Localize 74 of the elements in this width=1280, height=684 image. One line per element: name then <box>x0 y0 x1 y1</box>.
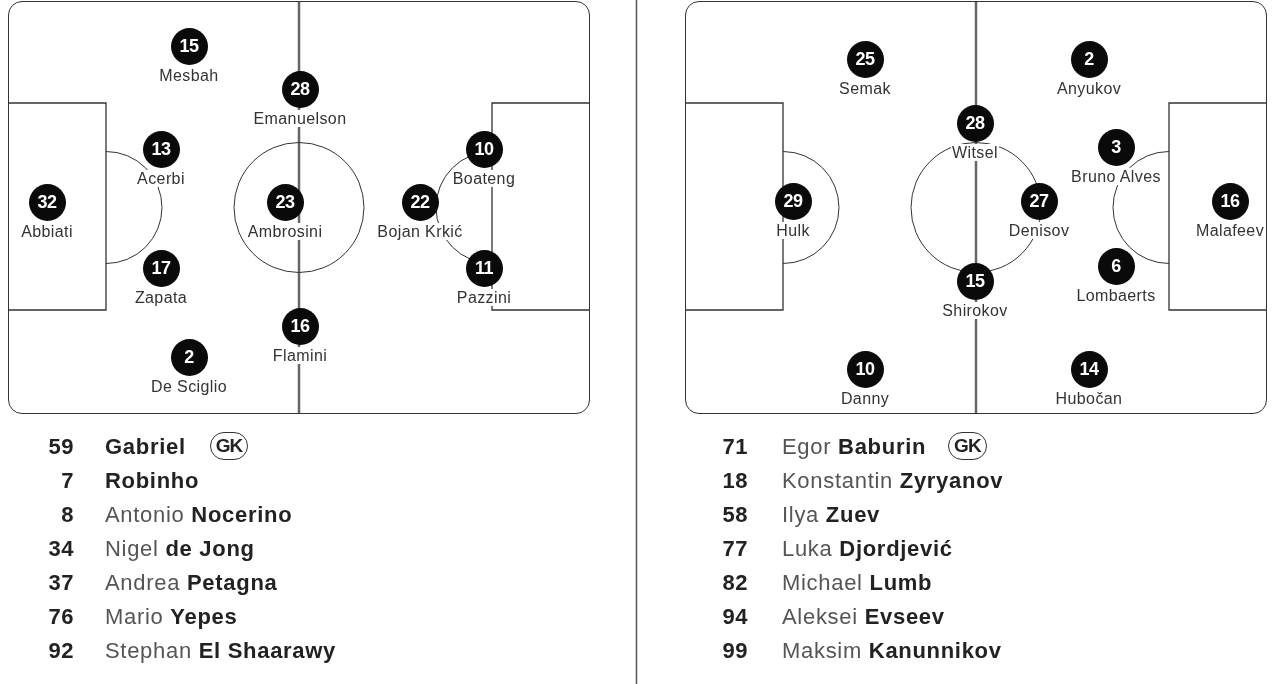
player-name: Pazzini <box>455 289 513 306</box>
squad-number: 77 <box>722 535 748 561</box>
player-name: De Sciglio <box>150 378 228 395</box>
player-name: Shirokov <box>941 302 1009 319</box>
substitute-name: Nigel de Jong <box>105 535 255 561</box>
player-number-disc: 25 <box>846 40 884 78</box>
player-number-disc: 27 <box>1020 182 1058 220</box>
player-number-disc: 16 <box>281 307 319 345</box>
player-name: Malafeev <box>1194 222 1266 239</box>
player-number-disc: 2 <box>170 338 208 376</box>
player-name: Anyukov <box>1055 80 1123 97</box>
squad-number: 92 <box>48 637 74 663</box>
player-number-disc: 11 <box>465 249 503 287</box>
substitute-name: Stephan El Shaarawy <box>105 637 336 663</box>
player-name: Hubočan <box>1054 390 1124 407</box>
squad-number: 18 <box>722 467 748 493</box>
squad-number: 94 <box>722 603 748 629</box>
player-number-disc: 6 <box>1097 247 1135 285</box>
substitute-name: Gabriel <box>105 433 186 459</box>
substitute-name: Ilya Zuev <box>782 501 880 527</box>
squad-number: 76 <box>48 603 74 629</box>
player-name: Danny <box>839 390 891 407</box>
player-number-disc: 32 <box>28 183 66 221</box>
player-number-disc: 29 <box>774 182 812 220</box>
player-name: Emanuelson <box>252 110 348 127</box>
substitute-name: Robinho <box>105 467 200 493</box>
player-name: Semak <box>838 80 892 97</box>
player-name: Zapata <box>133 289 189 306</box>
player-number-disc: 14 <box>1070 350 1108 388</box>
player-number-disc: 10 <box>846 350 884 388</box>
substitute-name: Maksim Kanunnikov <box>782 637 1002 663</box>
player-name: Mesbah <box>158 67 220 84</box>
substitute-name: Konstantin Zyryanov <box>782 467 1004 493</box>
player-number-disc: 28 <box>281 70 319 108</box>
squad-number: 82 <box>722 569 748 595</box>
player-name: Witsel <box>951 144 999 161</box>
squad-number: 59 <box>48 433 74 459</box>
substitute-name: Antonio Nocerino <box>105 501 293 527</box>
squad-number: 71 <box>722 433 748 459</box>
player-name: Lombaerts <box>1075 287 1157 304</box>
football-pitch <box>8 1 590 414</box>
player-number-disc: 13 <box>142 130 180 168</box>
player-name: Bruno Alves <box>1070 168 1162 185</box>
player-name: Abbiati <box>20 223 74 240</box>
player-number-disc: 2 <box>1070 40 1108 78</box>
football-pitch <box>685 1 1267 414</box>
player-name: Hulk <box>775 222 811 239</box>
player-number-disc: 16 <box>1211 182 1249 220</box>
player-number-disc: 22 <box>401 183 439 221</box>
squad-number: 37 <box>48 569 74 595</box>
player-name: Boateng <box>451 170 517 187</box>
substitute-name: Luka Djordjević <box>782 535 953 561</box>
squad-number: 8 <box>61 501 74 527</box>
player-number-disc: 17 <box>142 249 180 287</box>
substitute-name: Mario Yepes <box>105 603 238 629</box>
substitute-name: Egor Baburin <box>782 433 927 459</box>
player-number-disc: 15 <box>170 27 208 65</box>
player-number-disc: 10 <box>465 130 503 168</box>
player-number-disc: 28 <box>956 104 994 142</box>
player-number-disc: 23 <box>266 183 304 221</box>
player-name: Denisov <box>1007 222 1071 239</box>
player-number-disc: 15 <box>956 262 994 300</box>
player-name: Flamini <box>271 347 329 364</box>
player-name: Ambrosini <box>246 223 324 240</box>
squad-number: 99 <box>722 637 748 663</box>
player-name: Acerbi <box>136 170 186 187</box>
squad-number: 34 <box>48 535 74 561</box>
substitute-name: Aleksei Evseev <box>782 603 945 629</box>
substitute-name: Michael Lumb <box>782 569 933 595</box>
squad-number: 7 <box>61 467 74 493</box>
player-name: Bojan Krkić <box>376 223 464 240</box>
player-number-disc: 3 <box>1097 128 1135 166</box>
squad-number: 58 <box>722 501 748 527</box>
substitute-name: Andrea Petagna <box>105 569 278 595</box>
